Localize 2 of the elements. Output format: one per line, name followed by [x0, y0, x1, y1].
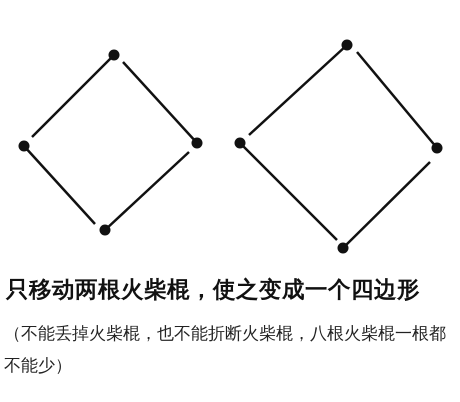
- puzzle-title: 只移动两根火柴棍，使之变成一个四边形: [6, 276, 421, 305]
- puzzle-caption: （不能丢掉火柴棍，也不能折断火柴棍，八根火柴棍一根都不能少）: [4, 323, 447, 378]
